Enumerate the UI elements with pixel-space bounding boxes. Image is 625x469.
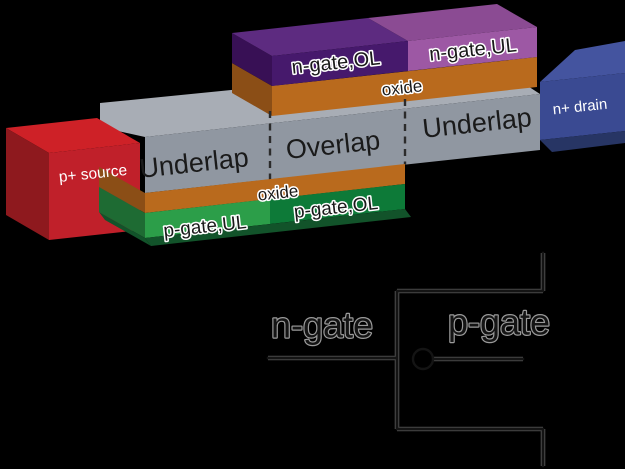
p-gate-ul-side-face xyxy=(99,187,145,238)
source-side-face xyxy=(6,128,49,240)
drain-front-face xyxy=(540,73,625,140)
top-oxide-side-face xyxy=(232,63,272,116)
body-front-face xyxy=(145,94,540,193)
source-top-face xyxy=(6,118,140,153)
p-gate-bottom-face-left xyxy=(99,212,151,246)
p-gate-bottom-face xyxy=(145,209,411,246)
bottom-oxide-side-face xyxy=(99,167,145,213)
drain-bottom-face xyxy=(540,131,625,152)
n-gate-ol-side-face xyxy=(232,33,272,86)
p-gate-ul-front-face xyxy=(145,199,270,238)
bottom-oxide-front-face xyxy=(145,164,405,213)
n-gate-ol-top-face xyxy=(232,18,408,56)
device-structure: Underlap Overlap Underlap oxide oxide n-… xyxy=(6,4,625,246)
n-gate-ol-front-face xyxy=(272,41,408,86)
n-gate-ul-front-face xyxy=(408,27,537,71)
p-gate-ol-front-face xyxy=(270,184,405,224)
schematic-p-gate-label: p-gate xyxy=(448,302,550,343)
n-gate-ul-top-face xyxy=(368,4,537,41)
schematic-wires xyxy=(266,251,545,468)
top-oxide-front-face xyxy=(272,57,537,116)
schematic-n-gate-label: n-gate xyxy=(271,305,373,346)
drain-label: n+ drain xyxy=(552,96,608,119)
drain-top-face xyxy=(540,41,625,82)
inversion-bubble-icon xyxy=(411,347,435,371)
gate-schematic: n-gate p-gate xyxy=(266,251,551,468)
